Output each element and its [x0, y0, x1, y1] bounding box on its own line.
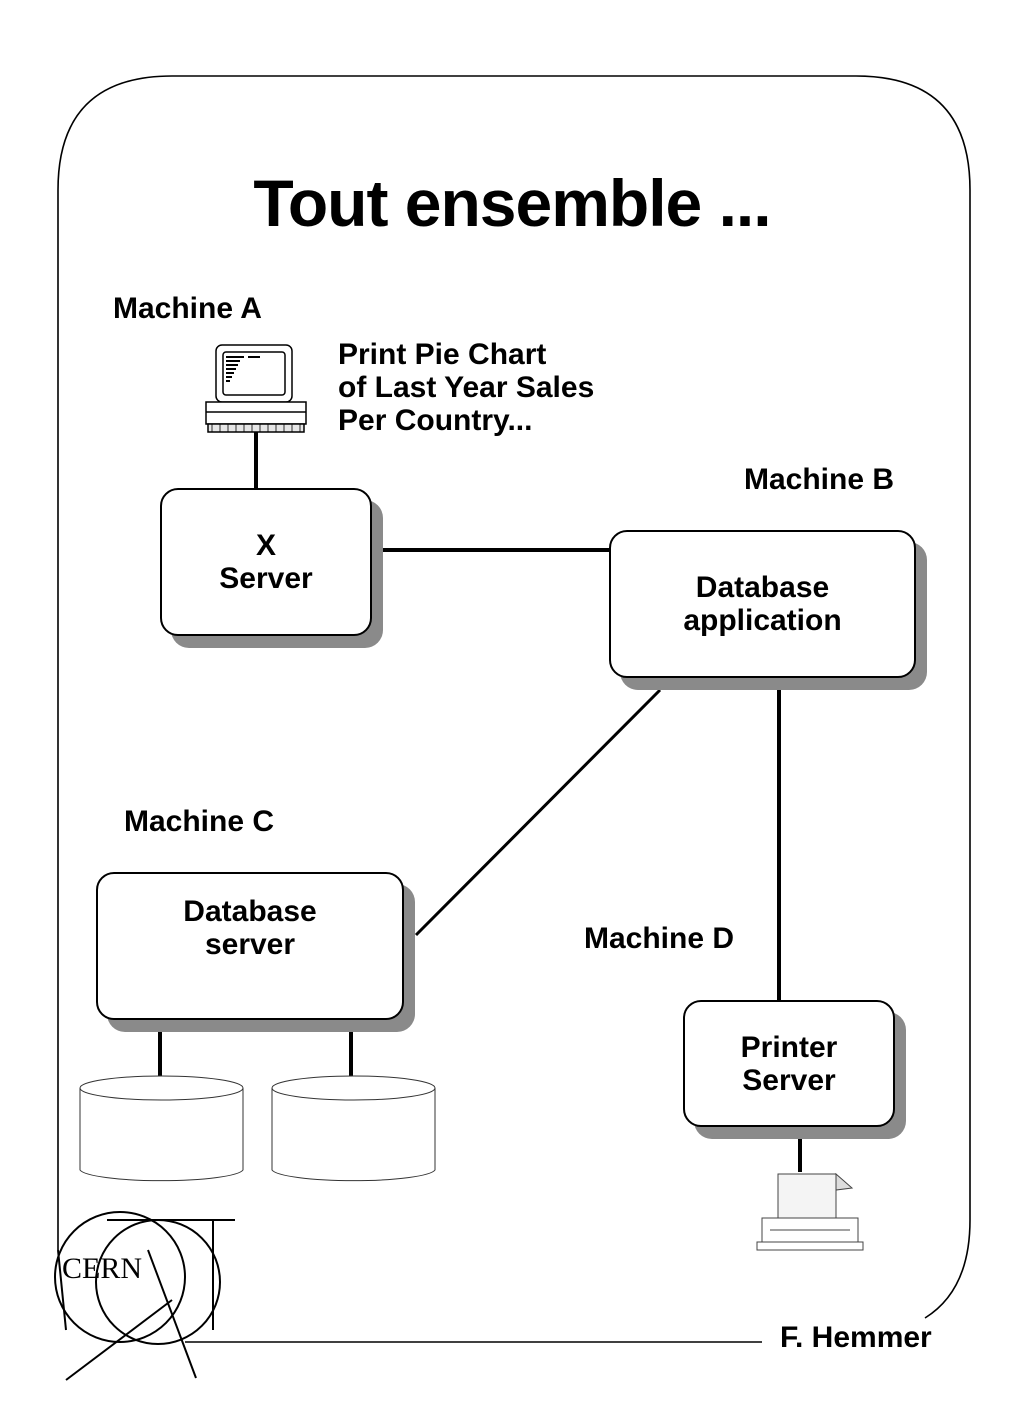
- slide-frame: [57, 75, 971, 1343]
- machine-a-label: Machine A: [113, 292, 262, 325]
- printer-server-box: Printer Server: [683, 1000, 895, 1127]
- database-application-box: Database application: [609, 530, 916, 678]
- connector-dbapp-dbserver: [414, 688, 662, 937]
- note-line-2: of Last Year Sales: [338, 371, 595, 404]
- cern-logo-text: CERN: [62, 1252, 143, 1285]
- database-server-box: Database server: [96, 872, 404, 1020]
- computer-terminal-icon: [205, 344, 307, 433]
- machine-c-label: Machine C: [124, 805, 275, 838]
- machine-d-label: Machine D: [584, 922, 735, 955]
- x-server-line-1: X: [255, 529, 276, 562]
- disk-cylinder-icon: [271, 1075, 436, 1182]
- x-server-line-2: Server: [219, 562, 313, 595]
- database-server-line-2: server: [204, 928, 296, 961]
- printer-server-line-2: Server: [742, 1063, 836, 1097]
- page-title: Tout ensemble ...: [253, 166, 771, 240]
- printer-server-line-1: Printer: [740, 1030, 838, 1064]
- database-application-line-1: Database: [695, 571, 830, 604]
- note-line-1: Print Pie Chart: [338, 338, 547, 371]
- database-server-line-1: Database: [183, 895, 317, 928]
- print-request-note: Print Pie Chart of Last Year Sales Per C…: [338, 338, 594, 437]
- disk-cylinder-icon: [79, 1075, 244, 1182]
- database-application-line-2: application: [683, 604, 842, 637]
- x-server-box: X Server: [160, 488, 372, 636]
- machine-b-label: Machine B: [744, 463, 895, 496]
- printer-icon: [756, 1172, 864, 1251]
- author-name: F. Hemmer: [780, 1321, 932, 1354]
- note-line-3: Per Country...: [338, 404, 533, 437]
- cern-logo-icon: [54, 1211, 235, 1381]
